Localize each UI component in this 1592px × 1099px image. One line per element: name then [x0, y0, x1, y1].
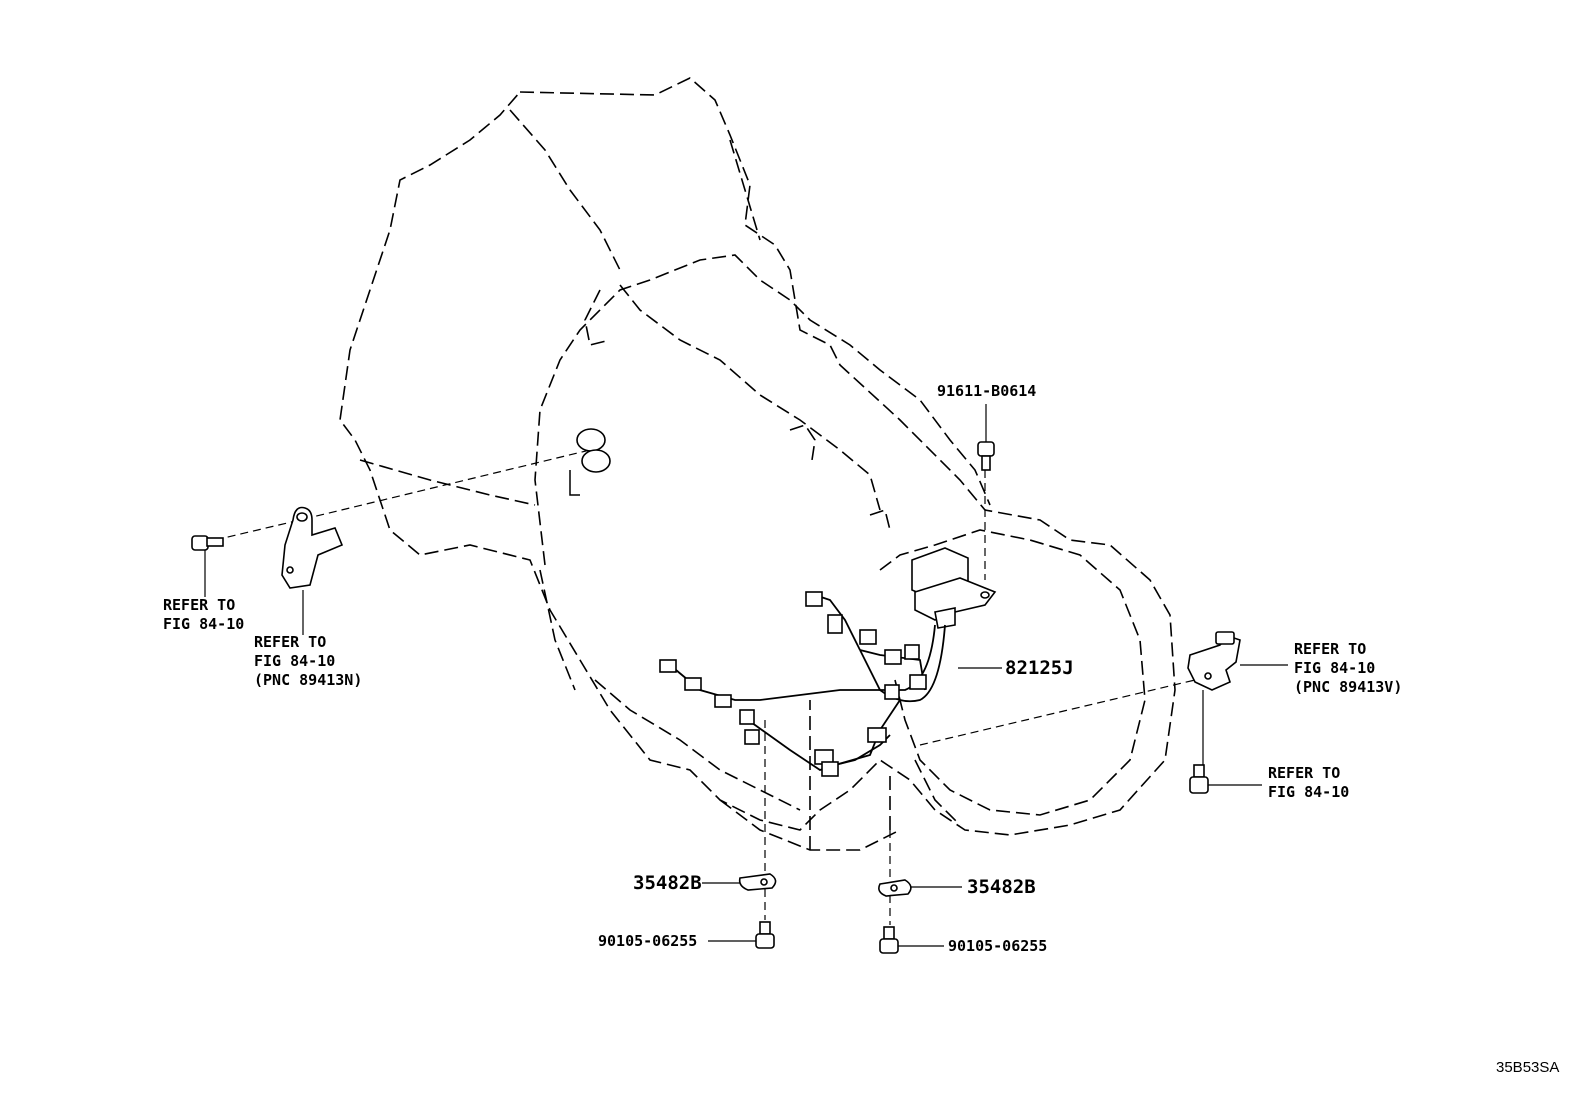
wire-harness [659, 547, 1002, 777]
label-ref-right-sensor-line3: (PNC 89413V) [1294, 678, 1402, 696]
sensor-bore [569, 428, 611, 496]
label-ref-left-bolt-line2: FIG 84-10 [163, 615, 244, 633]
right-lower-bolt-icon [879, 926, 944, 954]
right-bolt-icon [1189, 764, 1262, 794]
label-bolt-top: 91611-B0614 [937, 382, 1036, 400]
left-speed-sensor-icon [281, 506, 344, 635]
top-bolt-icon [977, 404, 995, 471]
label-ref-right-bolt-line2: FIG 84-10 [1268, 783, 1349, 801]
transmission-outline [339, 77, 1176, 851]
left-bolt-icon [191, 535, 224, 597]
label-ref-left-sensor-line1: REFER TO [254, 633, 326, 651]
label-clamp-right: 35482B [967, 876, 1036, 898]
right-clamp-icon [878, 879, 962, 897]
assembly-leaders [214, 449, 1196, 925]
diagram-code: 35B53SA [1496, 1059, 1559, 1076]
right-speed-sensor-icon [1187, 631, 1288, 765]
label-ref-right-bolt-line1: REFER TO [1268, 764, 1340, 782]
label-bolt-right: 90105-06255 [948, 937, 1047, 955]
label-ref-left-sensor-line2: FIG 84-10 [254, 652, 335, 670]
label-ref-right-sensor-line1: REFER TO [1294, 640, 1366, 658]
label-bolt-left: 90105-06255 [598, 932, 697, 950]
label-ref-left-bolt-line1: REFER TO [163, 596, 235, 614]
label-harness: 82125J [1005, 657, 1074, 679]
left-lower-bolt-icon [708, 921, 775, 949]
left-clamp-icon [702, 873, 777, 891]
label-clamp-left: 35482B [633, 872, 702, 894]
label-ref-right-sensor-line2: FIG 84-10 [1294, 659, 1375, 677]
label-ref-left-sensor-line3: (PNC 89413N) [254, 671, 362, 689]
